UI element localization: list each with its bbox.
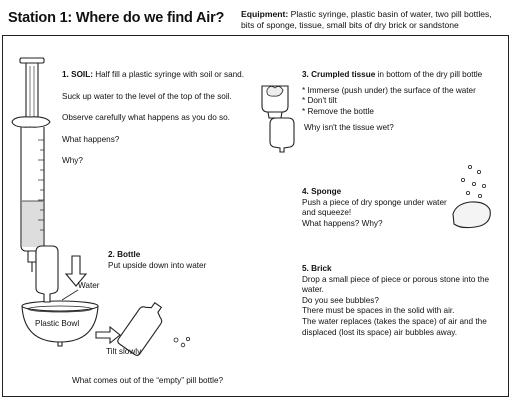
upside-down-bottle-icon — [269, 117, 295, 153]
equipment-text: Plastic syringe, plastic basin of water,… — [241, 9, 492, 30]
soil-heading: 1. SOIL: — [62, 70, 93, 79]
sponge-section: 4. Sponge Push a piece of dry sponge und… — [302, 187, 452, 229]
soil-line-5: Why? — [62, 156, 83, 166]
soil-line-2: Suck up water to the level of the top of… — [62, 91, 232, 101]
bottle-question: What comes out of the “empty” pill bottl… — [72, 376, 224, 385]
bottle-line-1: Put upside down into water — [108, 260, 207, 270]
plastic-bowl-label: Plastic Bowl — [35, 319, 80, 328]
tissue-item-2: * Don't tilt — [302, 96, 337, 106]
soil-line-3: Observe carefully what happens as you do… — [62, 113, 230, 123]
tissue-bottle-illustration — [261, 85, 289, 119]
brick-section: 5. Brick Drop a small piece of piece or … — [302, 264, 508, 338]
brick-line-4: The water replaces (takes the space) of … — [302, 316, 487, 326]
soil-line-4: What happens? — [62, 134, 120, 144]
tissue-item-1: * Immerse (push under) the surface of th… — [302, 85, 476, 95]
equipment-label: Equipment: — [241, 9, 289, 19]
tissue-section: 3. Crumpled tissue in bottom of the dry … — [302, 70, 502, 134]
sponge-heading: 4. Sponge — [302, 187, 342, 196]
equipment-list: Equipment: Plastic syringe, plastic basi… — [241, 9, 506, 31]
brick-heading: 5. Brick — [302, 264, 332, 273]
water-label: Water — [78, 281, 100, 290]
tilt-slowly-label: Tilt slowly — [106, 347, 142, 356]
tissue-heading-rest: in bottom of the dry pill bottle — [375, 70, 483, 79]
sponge-line-1: Push a piece of dry sponge under water — [302, 197, 447, 207]
bottle-in-bowl-illustration — [21, 245, 99, 347]
tissue-question: Why isn't the tissue wet? — [304, 123, 394, 133]
tilt-bottle-illustration — [95, 302, 190, 356]
brick-line-1: Drop a small piece of piece or porous st… — [302, 274, 490, 295]
bottle-heading: 2. Bottle — [108, 250, 141, 259]
sponge-line-3: What happens? Why? — [302, 218, 383, 228]
tissue-heading: 3. Crumpled tissue — [302, 70, 376, 79]
bottle-section: 2. Bottle Put upside down into water — [108, 250, 258, 271]
brick-line-5: displaced (lost its space) air bubbles a… — [302, 327, 458, 337]
tissue-item-3: * Remove the bottle — [302, 106, 374, 116]
brick-line-3: There must be spaces in the solid with a… — [302, 306, 455, 316]
sponge-line-2: and squeeze! — [302, 208, 352, 218]
soil-section: 1. SOIL: Half fill a plastic syringe wit… — [62, 70, 252, 167]
brick-line-2: Do you see bubbles? — [302, 295, 379, 305]
activity-frame — [2, 35, 509, 397]
sponge-illustration — [452, 164, 491, 229]
soil-line-1: Half fill a plastic syringe with soil or… — [92, 70, 245, 79]
syringe-illustration — [11, 57, 51, 272]
page-title: Station 1: Where do we find Air? — [8, 10, 225, 26]
